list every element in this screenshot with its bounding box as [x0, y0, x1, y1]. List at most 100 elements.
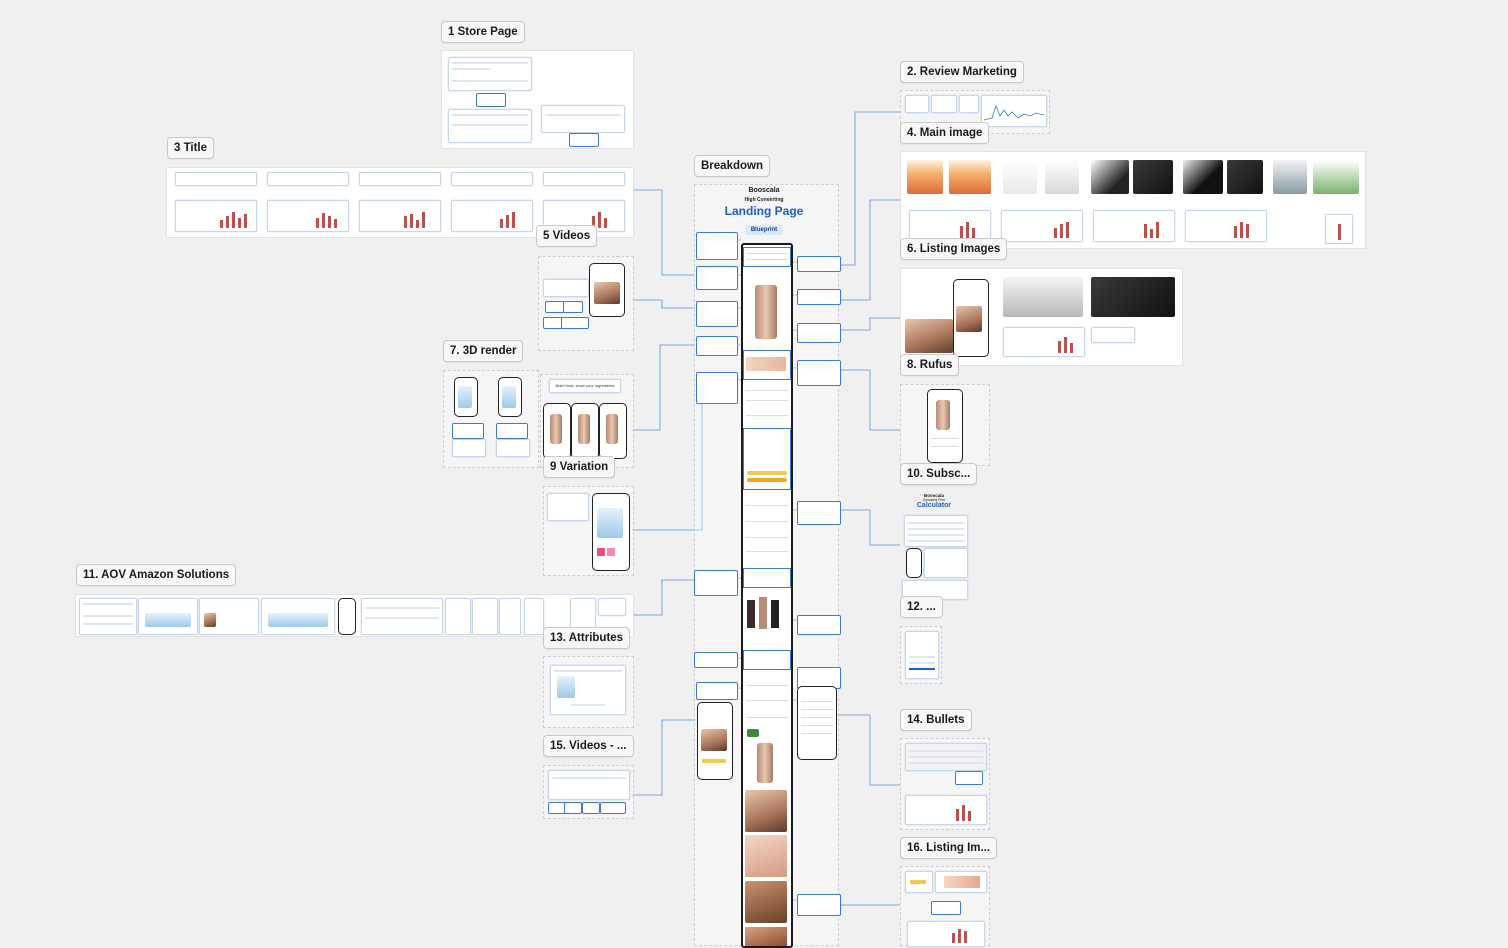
store-page-frame[interactable]	[441, 50, 634, 149]
label-main-image[interactable]: 4. Main image	[900, 122, 990, 144]
title-card	[543, 172, 625, 186]
variation-phone-mockup	[599, 403, 627, 459]
video-metric-tag	[543, 317, 563, 329]
main-image-chart	[1001, 210, 1083, 242]
variation-phone-frame[interactable]	[543, 486, 634, 576]
aov-card	[524, 598, 544, 635]
render-note-card	[452, 439, 486, 457]
label-variation[interactable]: 9 Variation	[543, 456, 616, 478]
blueprint-video-phone	[697, 702, 733, 780]
label-bullets[interactable]: 14. Bullets	[900, 709, 972, 731]
label-breakdown[interactable]: Breakdown	[694, 155, 770, 177]
main-image-chart	[909, 210, 991, 242]
blueprint-brand: Booscala	[748, 187, 780, 194]
label-videos-15[interactable]: 15. Videos - ...	[543, 735, 634, 757]
label-subscribe[interactable]: 10. Subsc...	[900, 463, 978, 485]
bullets-frame[interactable]	[900, 738, 990, 830]
aov-card	[361, 598, 443, 635]
note-listing-gallery[interactable]	[797, 894, 841, 916]
note-subscribe[interactable]	[797, 501, 841, 525]
label-3d-render[interactable]: 7. 3D render	[443, 340, 524, 362]
subscribe-frame[interactable]	[900, 384, 990, 466]
aov-card	[138, 598, 198, 635]
render-note-card	[496, 439, 530, 457]
videos-15-card	[548, 770, 630, 800]
label-rufus[interactable]: 8. Rufus	[900, 354, 960, 376]
review-card	[905, 95, 929, 113]
aov-card	[261, 598, 335, 635]
note-rufus[interactable]	[797, 360, 841, 386]
title-card	[451, 172, 533, 186]
main-image-frame[interactable]	[900, 151, 1366, 249]
main-image-chart	[1093, 210, 1175, 242]
review-card	[931, 95, 957, 113]
main-image-photo	[1003, 160, 1037, 194]
render-phone-mockup	[498, 377, 522, 417]
listing-16-card	[905, 871, 933, 893]
attributes-frame[interactable]	[543, 656, 634, 728]
aov-card	[472, 598, 498, 635]
listing-16-card	[935, 871, 987, 893]
note-reviews[interactable]	[797, 256, 841, 272]
label-aov[interactable]: 11. AOV Amazon Solutions	[76, 564, 237, 586]
subscribe-phone-mockup	[927, 389, 963, 463]
landing-page-strip[interactable]	[741, 243, 793, 948]
label-videos[interactable]: 5 Videos	[536, 225, 598, 247]
videos-15-frame[interactable]	[543, 765, 634, 819]
note-aov-badge[interactable]	[694, 652, 738, 668]
listing-image-chart	[1003, 327, 1085, 357]
bullets-tag	[955, 771, 983, 785]
aov-frame[interactable]	[75, 594, 634, 637]
note-store-link[interactable]	[696, 232, 738, 260]
note-frequently-bought[interactable]	[694, 570, 738, 596]
listing-16-frame[interactable]	[900, 866, 990, 947]
main-image-photo	[949, 160, 991, 194]
note-videos[interactable]	[696, 682, 738, 700]
label-listing-16[interactable]: 16. Listing Im...	[900, 837, 998, 859]
note-you-may-also-like[interactable]	[797, 615, 841, 635]
item-12-frame[interactable]	[900, 626, 942, 684]
videos-frame[interactable]	[538, 256, 634, 351]
attributes-card	[550, 665, 626, 715]
main-image-photo	[1133, 160, 1173, 194]
aov-card	[79, 598, 137, 635]
listing-image-photo	[1003, 277, 1083, 317]
calculator-header: Booscala Unlocked Free Calculator	[902, 493, 966, 509]
render-metric-tag	[452, 423, 484, 439]
note-title[interactable]	[696, 266, 738, 290]
note-listing-videos[interactable]	[696, 301, 738, 327]
note-3d-renders[interactable]	[696, 336, 738, 356]
video-metric-tag	[561, 317, 589, 329]
title-chart-card	[175, 200, 257, 232]
variation-note-card	[547, 493, 589, 521]
main-image-photo	[1045, 160, 1079, 194]
variation-frame[interactable]: Build trust, show your ingredients	[540, 374, 634, 468]
listing-16-tag	[931, 901, 961, 915]
label-item-12[interactable]: 12. ...	[900, 596, 943, 618]
render-3d-frame[interactable]	[443, 370, 539, 468]
note-listing-images[interactable]	[797, 323, 841, 343]
calculator-line2: Unlocked Free	[922, 498, 946, 502]
listing-16-chart	[907, 921, 985, 947]
video-note-card	[543, 279, 589, 297]
title-frame[interactable]	[166, 167, 634, 238]
title-chart-card	[359, 200, 441, 232]
review-trend-sparkline	[983, 104, 1045, 121]
label-title[interactable]: 3 Title	[167, 137, 215, 159]
title-card	[359, 172, 441, 186]
note-variation-images[interactable]	[696, 372, 738, 404]
note-main-image[interactable]	[797, 289, 841, 305]
listing-images-frame[interactable]	[900, 268, 1183, 366]
main-image-photo	[1183, 160, 1223, 194]
label-review-marketing[interactable]: 2. Review Marketing	[900, 61, 1024, 83]
main-image-photo	[1313, 160, 1359, 194]
label-listing-images[interactable]: 6. Listing Images	[900, 238, 1008, 260]
title-card	[175, 172, 257, 186]
label-store-page[interactable]: 1 Store Page	[441, 21, 525, 43]
title-chart-card	[267, 200, 349, 232]
aov-card	[598, 598, 626, 616]
video-metric-tag	[545, 301, 565, 313]
label-attributes[interactable]: 13. Attributes	[543, 627, 631, 649]
main-image-photo	[1091, 160, 1129, 194]
